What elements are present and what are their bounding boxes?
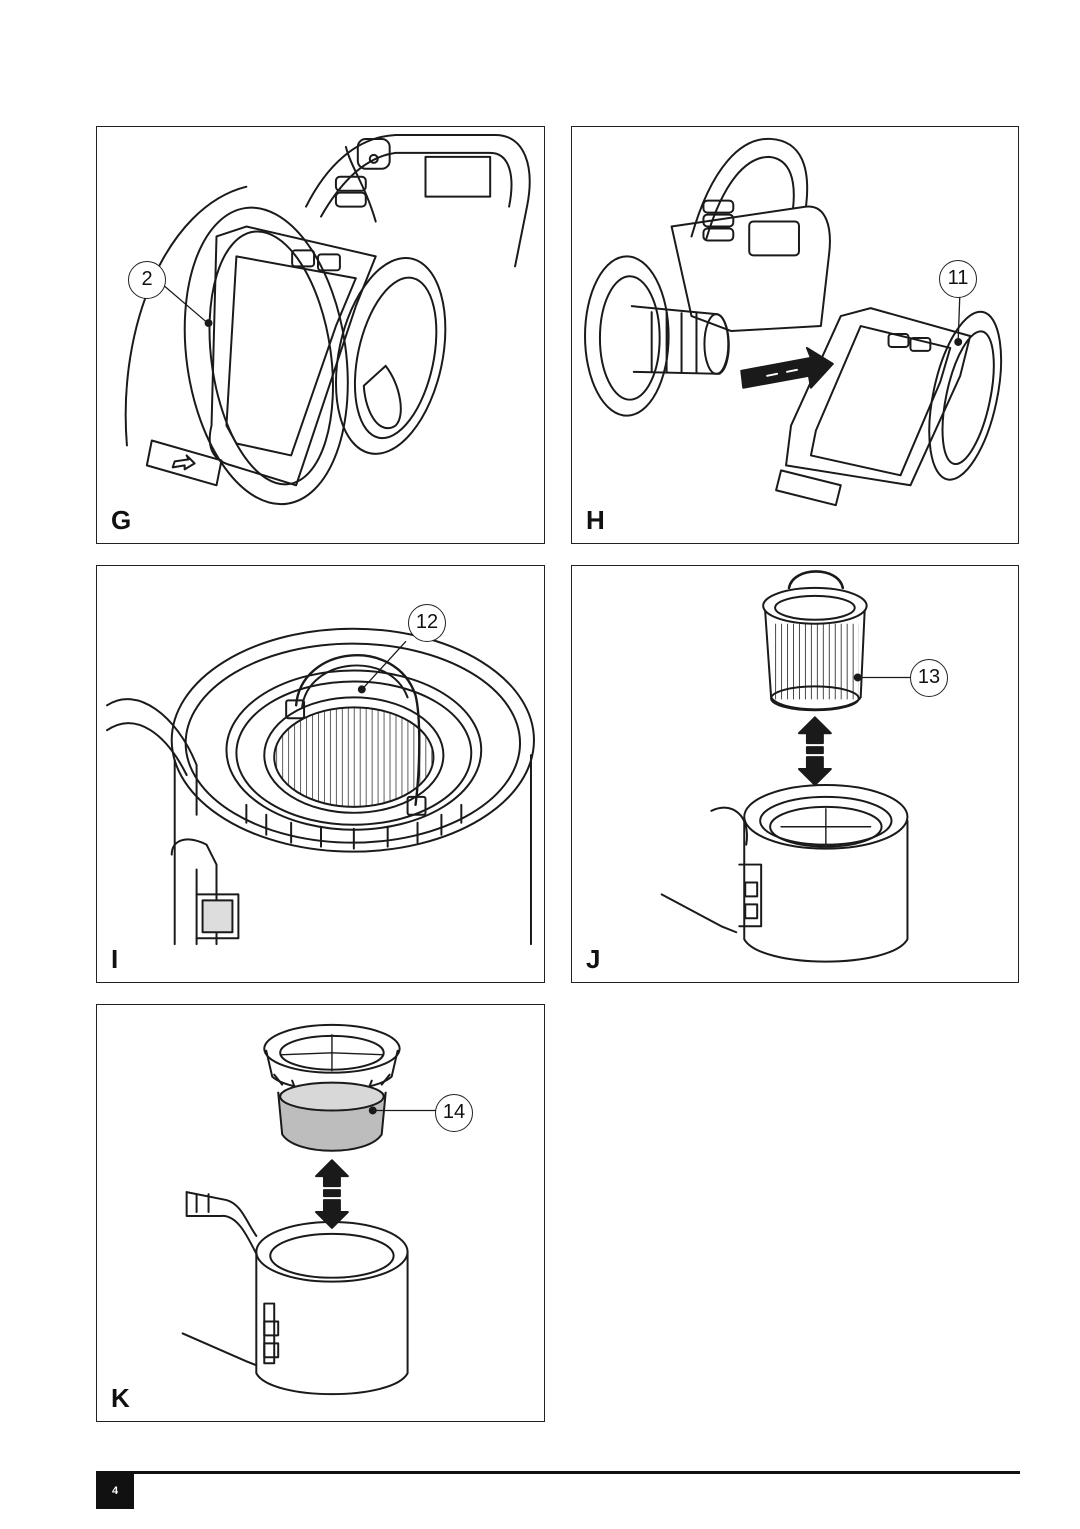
figure-letter-h: H [586,505,605,535]
pleated-filter-removal-illustration [660,570,912,963]
figure-i: 12 I [96,565,545,983]
pre-filter-removal-illustration [181,1023,437,1396]
figure-letter-i: I [111,944,119,974]
callout-11: 11 [939,260,977,298]
filter-handle-illustration [106,627,535,946]
callout-13: 13 [910,659,948,697]
vacuum-bowl-removal-illustration [584,137,1003,507]
page-number: 4 [96,1473,134,1509]
figure-letter-g: G [111,505,132,535]
figure-k: 14 K [96,1004,545,1422]
vacuum-dust-bowl-release-illustration [124,133,531,506]
figure-h: 11 H [571,126,1019,544]
callout-12: 12 [408,604,446,642]
figure-letter-k: K [111,1383,130,1413]
figure-j: 13 J [571,565,1019,983]
figure-letter-j: J [586,944,601,974]
callout-2: 2 [128,261,166,299]
footer-rule [96,1471,1020,1474]
callout-14: 14 [435,1094,473,1132]
figure-g: 2 G [96,126,545,544]
